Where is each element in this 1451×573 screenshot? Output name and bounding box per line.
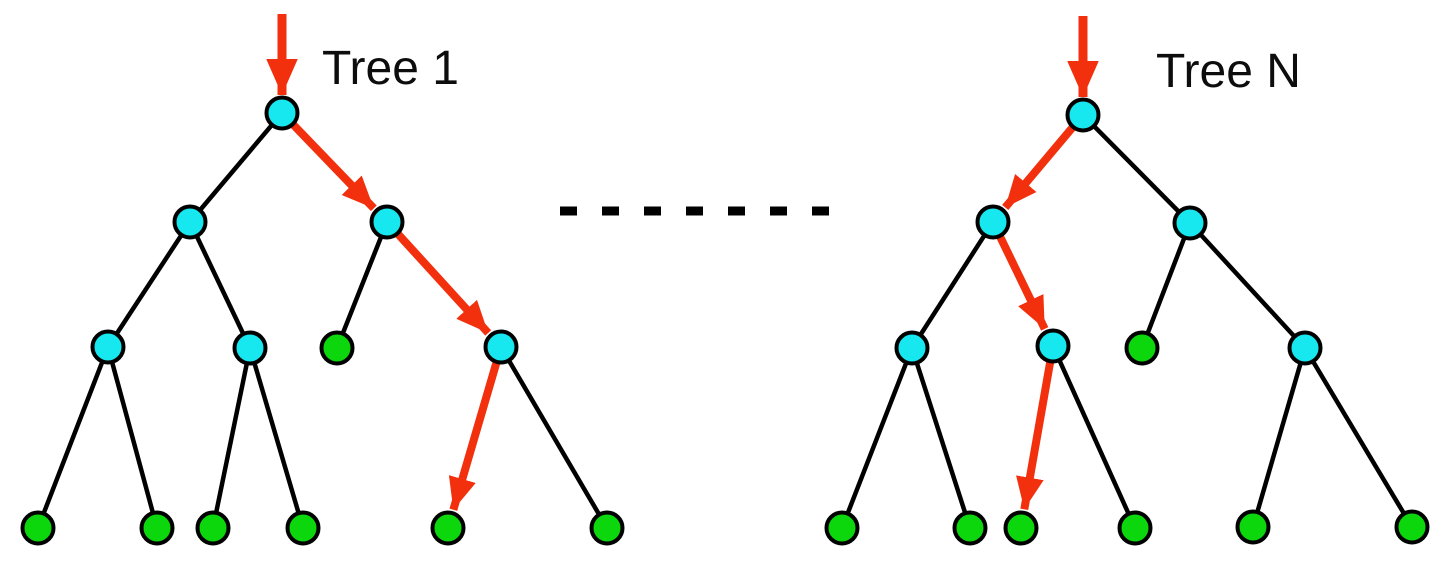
tree-edge [334,221,390,349]
leaf-node [1003,510,1039,546]
internal-node [1287,330,1323,366]
leaf-node [20,510,56,546]
internal-node [1035,328,1071,364]
tree-n: Tree N [824,16,1430,546]
tree-1: Tree 1 [20,14,625,546]
tree-edge [499,345,609,530]
internal-node [264,95,300,131]
leaf-node [139,510,175,546]
leaf-node [824,510,860,546]
leaf-node [195,510,231,546]
tree-edge [1188,221,1307,350]
tree-edge [35,346,111,529]
tree-edge [247,347,306,529]
tree-edge [909,347,973,529]
leaf-node [1235,509,1271,545]
internal-node [894,330,930,366]
leaf-node [1117,510,1153,546]
decision-path-arrow [1002,112,1087,211]
internal-node [369,204,405,240]
tree-edge [1050,345,1138,529]
leaf-node [589,510,625,546]
internal-node [483,329,519,365]
internal-node [172,204,208,240]
leaf-node [1124,330,1160,366]
tree-1-label: Tree 1 [322,42,459,95]
tree-edge [1303,346,1414,529]
decision-path-arrow [989,220,1049,331]
tree-edge [106,220,192,349]
tree-edge [187,221,253,349]
leaf-node [1394,509,1430,545]
internal-node [1172,205,1208,241]
leaf-node [952,510,988,546]
decision-path-arrow [384,219,492,336]
internal-node [232,330,268,366]
decision-path-arrow [448,345,505,511]
tree-n-label: Tree N [1156,45,1301,98]
tree-edge [105,346,160,529]
internal-node [90,329,126,365]
decision-path-arrow [279,110,377,212]
tree-edge [1250,347,1308,528]
tree-edge [188,111,284,224]
tree-edge [1139,222,1193,349]
tree-edge [1081,113,1192,225]
internal-node [975,204,1011,240]
tree-edge [910,220,995,350]
leaf-node [285,510,321,546]
tree-edge [839,347,915,529]
leaf-node [430,510,466,546]
internal-node [1065,97,1101,133]
leaf-node [319,330,355,366]
tree-edge [210,347,253,529]
decision-path-arrow [1016,345,1057,510]
